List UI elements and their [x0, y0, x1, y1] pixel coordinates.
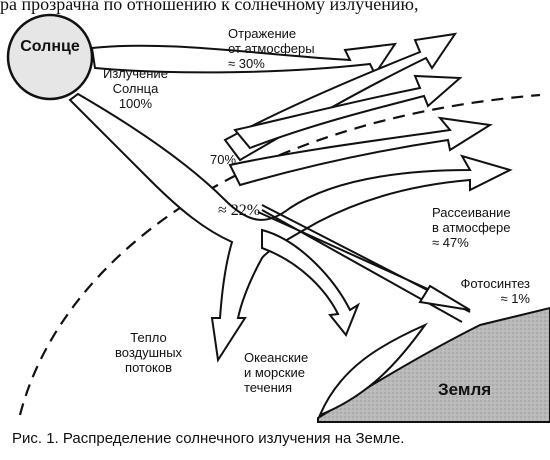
reflection-label: Отражение от атмосферы ≈ 30% — [228, 26, 315, 71]
ocean-lens — [318, 322, 428, 417]
photosynthesis-arrowhead — [418, 284, 471, 311]
scattering-label: Рассеивание в атмосфере ≈ 47% — [432, 205, 511, 250]
radiation-label: Излучение Солнца 100% — [103, 66, 168, 111]
heat-label: Тепло воздушных потоков — [115, 330, 183, 375]
earth-surface — [317, 306, 550, 423]
page-header-text: ра прозрачна по отношению к солнечному и… — [0, 0, 419, 14]
reflection-arrow — [90, 42, 398, 76]
surface-value: ≈ 22% — [218, 202, 261, 219]
absorbed-value: 70% — [210, 152, 237, 167]
scattering-arrow — [228, 116, 493, 187]
reflection-arrow-mid — [233, 74, 463, 150]
ocean-current-arrow — [261, 228, 361, 337]
ocean-label: Океанские и морские течения — [244, 350, 309, 395]
sun-label: Солнце — [20, 38, 80, 55]
sun-circle — [6, 13, 94, 101]
earth-label: Земля — [438, 380, 492, 399]
figure-caption: Рис. 1. Распределение солнечного излучен… — [12, 430, 405, 447]
photosynthesis-label: Фотосинтез ≈ 1% — [460, 276, 530, 306]
